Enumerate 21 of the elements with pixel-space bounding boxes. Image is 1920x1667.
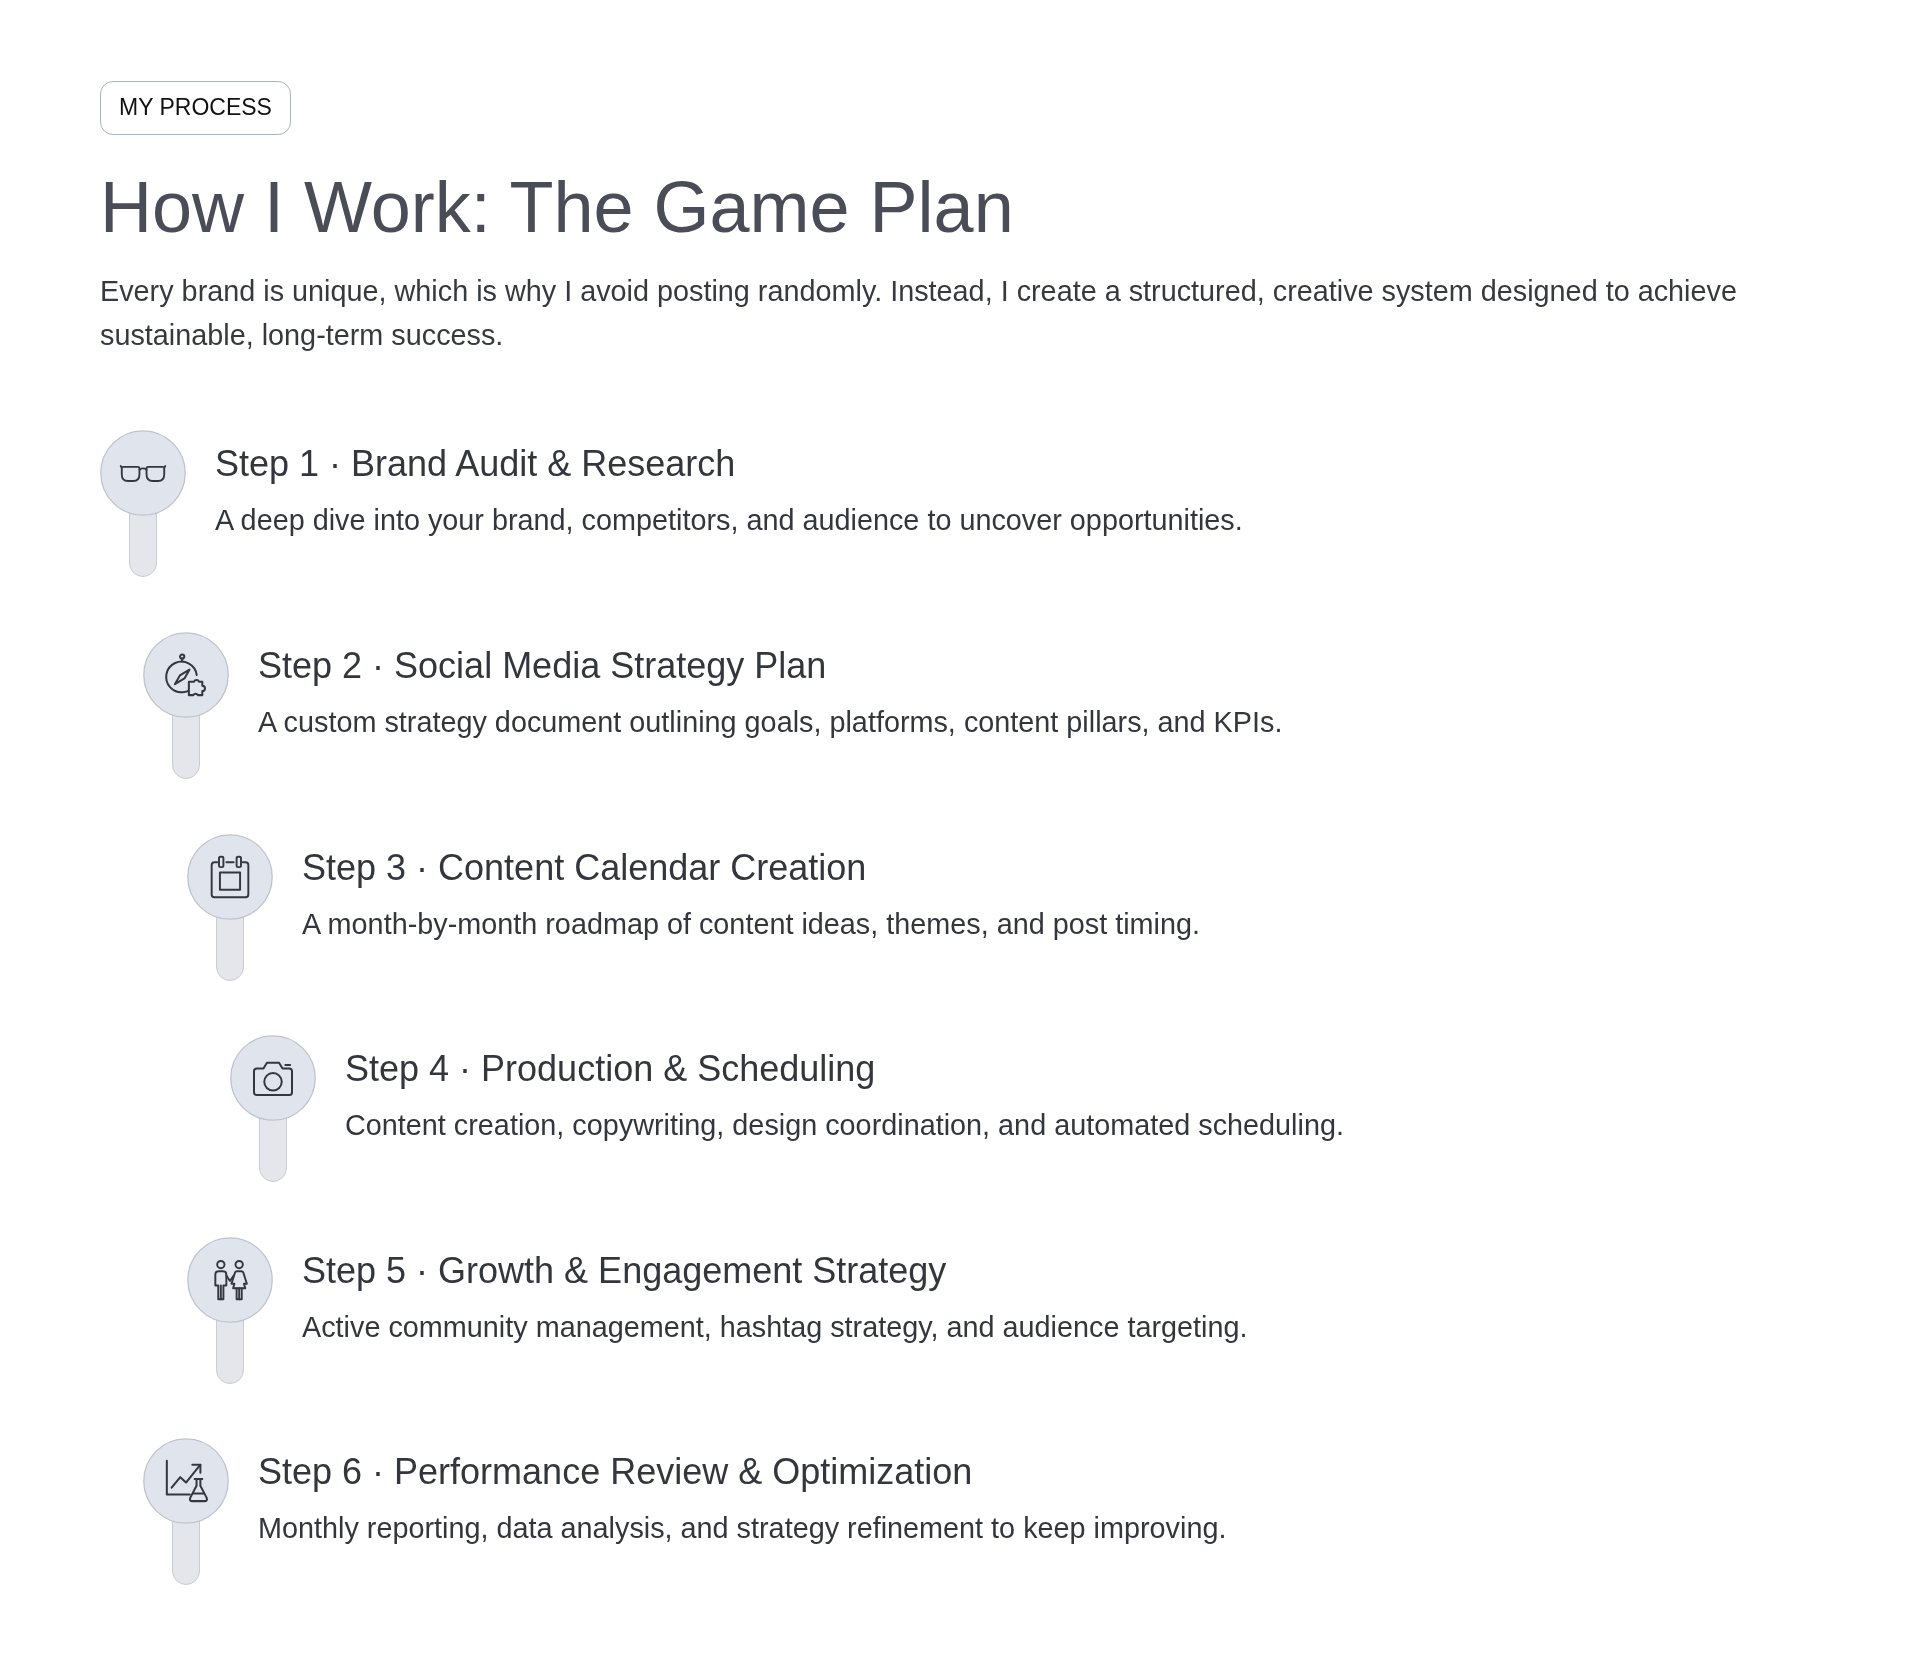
step-description: A custom strategy document outlining goals, platforms, content pillars, and KPIs. [258, 705, 1283, 740]
section-tag: MY PROCESS [100, 81, 291, 135]
page-title: How I Work: The Game Plan [100, 166, 1014, 249]
step-description: Active community management, hashtag strategy, and audience targeting. [302, 1310, 1248, 1345]
step-description: A deep dive into your brand, competitors, and audience to uncover opportunities. [215, 503, 1243, 538]
step-title: Step 4 · Production & Scheduling [345, 1047, 877, 1091]
step-description: A month-by-month roadmap of content ideas, themes, and post timing. [302, 907, 1200, 942]
intro-paragraph: Every brand is unique, which is why I avoid posting randomly. Instead, I create a structured, creative system designed to achieve sustainable, long-term success. [100, 274, 1738, 353]
step-title: Step 5 · Growth & Engagement Strategy [302, 1249, 948, 1293]
step-description: Content creation, copywriting, design coordination, and automated scheduling. [345, 1108, 1344, 1143]
step-marker [143, 1438, 229, 1524]
step-title: Step 1 · Brand Audit & Research [215, 442, 737, 486]
step-marker [143, 632, 229, 718]
step-marker [100, 430, 186, 516]
step-marker [187, 1237, 273, 1323]
step-marker [187, 834, 273, 920]
step-marker [230, 1035, 316, 1121]
step-title: Step 2 · Social Media Strategy Plan [258, 644, 828, 688]
step-title: Step 3 · Content Calendar Creation [302, 846, 868, 890]
step-description: Monthly reporting, data analysis, and strategy refinement to keep improving. [258, 1511, 1227, 1546]
step-title: Step 6 · Performance Review & Optimization [258, 1450, 974, 1494]
